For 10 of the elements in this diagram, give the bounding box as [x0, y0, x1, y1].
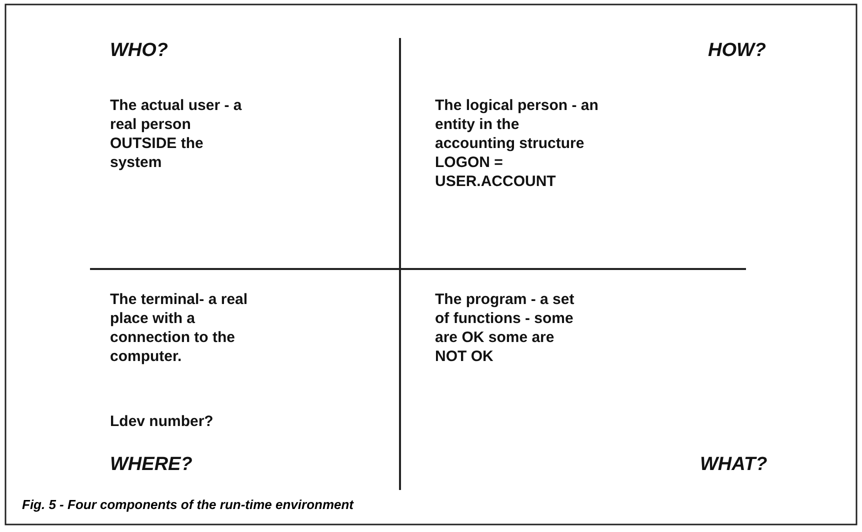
quadrant-heading: WHO?	[110, 40, 168, 62]
figure-caption: Fig. 5 - Four components of the run-time environment	[22, 497, 354, 512]
quadrant-heading: HOW?	[708, 40, 766, 62]
note-text: Ldev number?	[110, 412, 214, 431]
quadrant-heading: WHERE?	[110, 454, 192, 476]
quadrant-heading: WHAT?	[700, 454, 768, 476]
description-text: The terminal- a real place with a connection to the computer.	[110, 290, 249, 366]
description-text: The actual user - a real person OUTSIDE the system	[110, 96, 243, 172]
description-text: The logical person - an entity in the accounting structure LOGON = USER.ACCOUNT	[435, 96, 600, 191]
description-text: The program - a set of functions - some are OK some are NOT OK	[435, 290, 576, 366]
